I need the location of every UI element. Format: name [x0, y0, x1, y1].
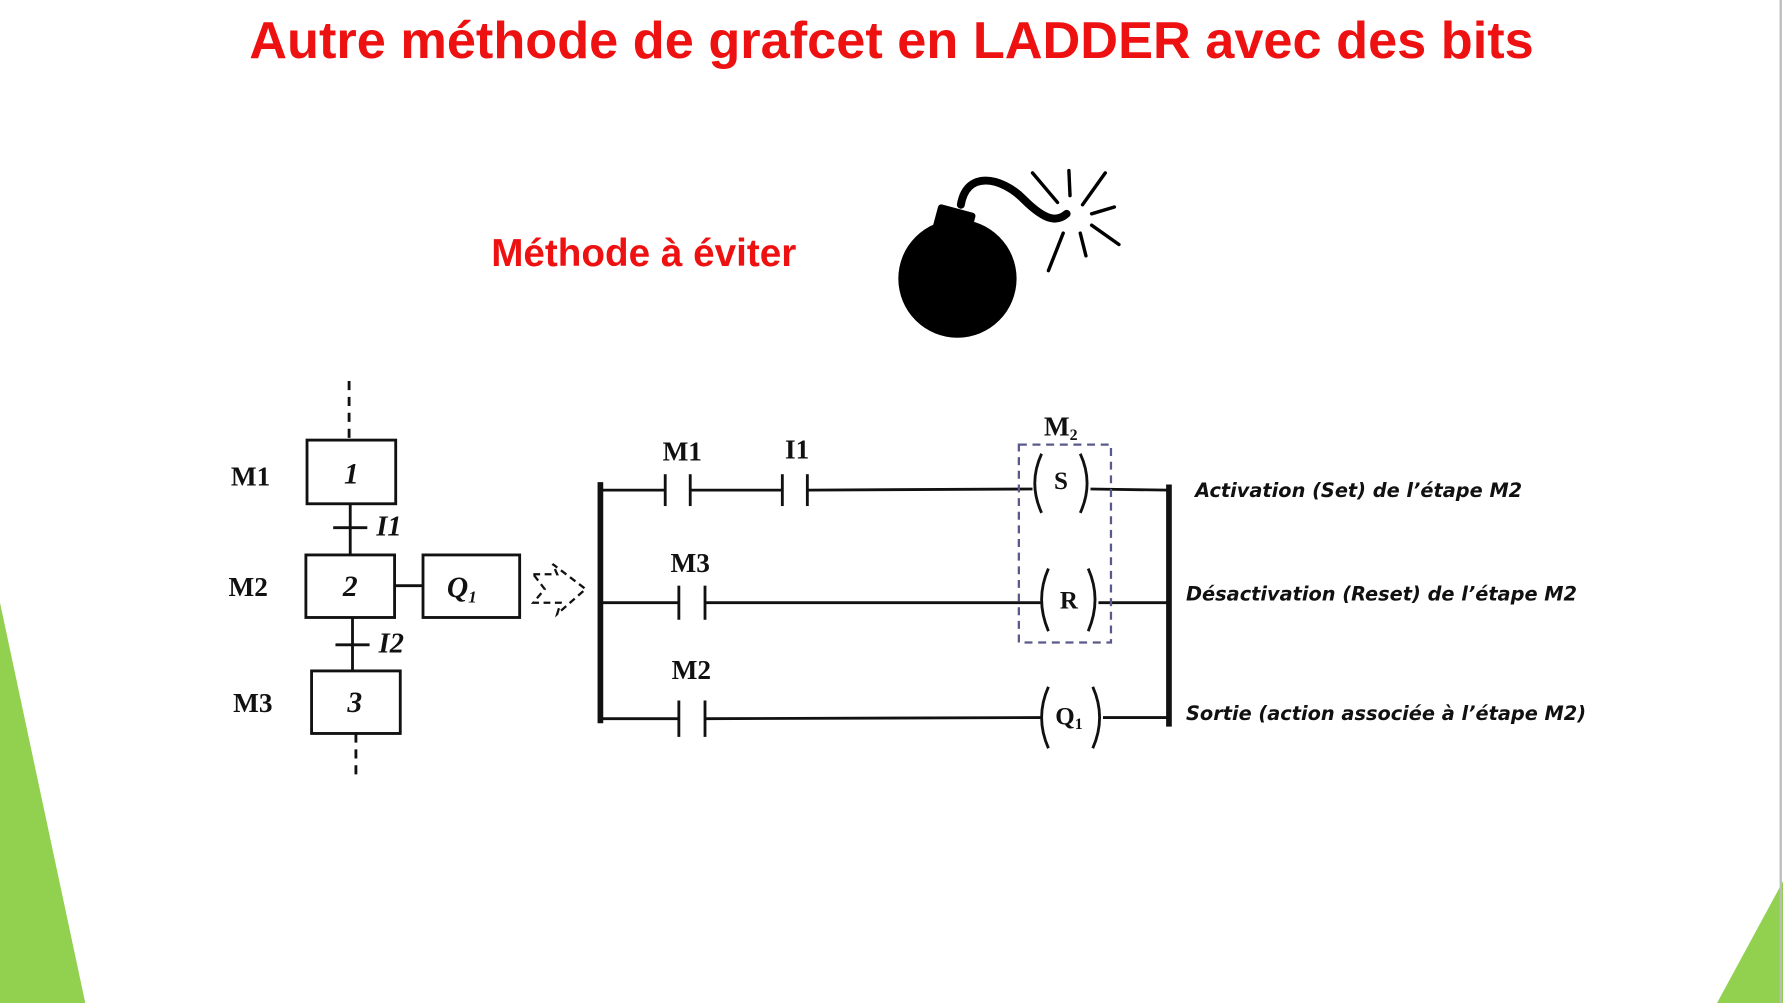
bomb-icon: [898, 168, 1121, 338]
ladder-rung-3: M2 Q1 Sortie (action associée à l’étape …: [600, 655, 1586, 749]
reset-coil-label: R: [1060, 587, 1079, 614]
grafcet-diagram: 1 M1 I1 2 M2 Q1 I2 3 M3: [229, 380, 522, 781]
step-1-bit: M1: [231, 462, 270, 492]
rung-description: Activation (Set) de l’étape M2: [1193, 479, 1522, 502]
action-box: [421, 553, 522, 619]
page-title: Autre méthode de grafcet en LADDER avec …: [249, 12, 1533, 70]
output-coil-label: Q1: [1055, 703, 1082, 733]
contact-label: M1: [663, 437, 702, 467]
ladder-rung-2: M3 R Désactivation (Reset) de l’étape M2: [600, 548, 1577, 632]
ladder-diagram: M1 I1 S Activation (Set) de l’étape M2 M…: [597, 412, 1586, 749]
rung-description: Désactivation (Reset) de l’étape M2: [1186, 582, 1577, 605]
warning-text: Méthode à éviter: [491, 232, 796, 275]
step-1-number: 1: [344, 458, 359, 490]
contact-label: I1: [785, 434, 809, 464]
contact-label: M3: [671, 548, 710, 578]
step-3-bit: M3: [233, 688, 272, 718]
arrow-right-icon: [530, 563, 588, 618]
green-triangle-right: [1717, 881, 1783, 1003]
step-2-bit: M2: [229, 572, 268, 602]
rung-description: Sortie (action associée à l’étape M2): [1186, 702, 1586, 725]
transition-1-label: I1: [375, 512, 401, 543]
step-3-number: 3: [346, 687, 362, 719]
step-2-number: 2: [342, 571, 358, 603]
transition-2-label: I2: [378, 629, 404, 660]
green-triangle-left: [0, 602, 86, 1003]
action-label: Q1: [447, 572, 477, 607]
coil-group-label: M2: [1044, 412, 1078, 445]
contact-label: M2: [672, 655, 711, 685]
coil-group-dashed-box: [1017, 443, 1113, 644]
ladder-rung-1: M1 I1 S Activation (Set) de l’étape M2: [600, 434, 1522, 514]
set-coil-label: S: [1054, 468, 1068, 495]
